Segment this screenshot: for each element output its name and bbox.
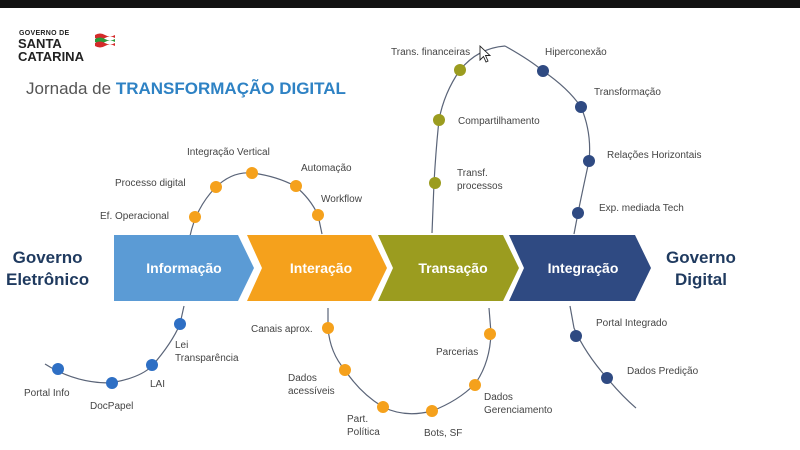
node-transformacao xyxy=(575,101,587,113)
label-parcerias: Parcerias xyxy=(436,347,478,358)
label-dados-predicao: Dados Predição xyxy=(627,366,699,377)
node-lei-transparencia xyxy=(174,318,186,330)
label-transformacao: Transformação xyxy=(594,87,661,98)
label-dados-acessiveis-2: acessíveis xyxy=(288,386,335,397)
node-relacoes-horizontais xyxy=(583,155,595,167)
arrow-transacao xyxy=(378,235,519,301)
title-prefix: Jornada de xyxy=(26,79,112,98)
label-dados-acessiveis-1: Dados xyxy=(288,373,317,384)
node-hiperconexao xyxy=(537,65,549,77)
label-lei-transparencia-2: Transparência xyxy=(175,353,239,364)
node-dados-predicao xyxy=(601,372,613,384)
node-workflow xyxy=(312,209,324,221)
arrow-integracao xyxy=(509,235,651,301)
brand-line-3: CATARINA xyxy=(18,49,84,64)
node-parcerias xyxy=(484,328,496,340)
node-dados-acessiveis xyxy=(339,364,351,376)
arrow-interacao xyxy=(247,235,387,301)
label-dados-gerenciamento-2: Gerenciamento xyxy=(484,405,553,416)
brand-logo: GOVERNO DE SANTA CATARINA xyxy=(16,30,126,74)
label-docpapel: DocPapel xyxy=(90,401,133,412)
side-right-line-1: Governo xyxy=(666,248,736,267)
title-highlight: TRANSFORMAÇÃO DIGITAL xyxy=(115,79,346,98)
label-lei-transparencia-1: Lei xyxy=(175,340,188,351)
governo-eletronico-label: Governo Eletrônico xyxy=(6,247,89,291)
side-right-line-2: Digital xyxy=(674,270,727,289)
node-trans-financeiras xyxy=(454,64,466,76)
node-integracao-vertical xyxy=(246,167,258,179)
label-ef-operacional: Ef. Operacional xyxy=(100,211,169,222)
node-canais-aprox xyxy=(322,322,334,334)
label-trans-financeiras: Trans. financeiras xyxy=(391,47,470,58)
slide: GOVERNO DE SANTA CATARINA Jornada de TRA… xyxy=(0,8,800,450)
curve-orange-bottom xyxy=(327,307,492,415)
node-transf-processos xyxy=(429,177,441,189)
side-left-line-1: Governo xyxy=(12,248,83,267)
label-automacao: Automação xyxy=(301,163,352,174)
curve-olive xyxy=(431,45,506,234)
node-portal-info xyxy=(52,363,64,375)
journey-diagram: Informação Interação Transação Integraçã… xyxy=(24,44,702,439)
label-dados-gerenciamento-1: Dados xyxy=(484,392,513,403)
label-integracao-vertical: Integração Vertical xyxy=(187,147,270,158)
label-portal-integrado: Portal Integrado xyxy=(596,318,668,329)
label-relacoes-horizontais: Relações Horizontais xyxy=(607,150,702,161)
node-dados-gerenciamento xyxy=(469,379,481,391)
node-compartilhamento xyxy=(433,114,445,126)
node-ef-operacional xyxy=(189,211,201,223)
phase-label-transacao: Transação xyxy=(418,260,487,276)
node-exp-mediada-tech xyxy=(572,207,584,219)
label-part-politica-2: Política xyxy=(347,427,380,438)
label-canais-aprox: Canais aprox. xyxy=(251,324,313,335)
label-bots-sf: Bots, SF xyxy=(424,428,462,439)
label-hiperconexao: Hiperconexão xyxy=(545,47,607,58)
curve-blue xyxy=(44,305,185,384)
top-bar xyxy=(0,0,800,8)
label-part-politica-1: Part. xyxy=(347,414,368,425)
label-transf-processos-1: Transf. xyxy=(457,168,488,179)
page-title: Jornada de TRANSFORMAÇÃO DIGITAL xyxy=(26,79,346,99)
label-portal-info: Portal Info xyxy=(24,388,70,399)
label-workflow: Workflow xyxy=(321,194,363,205)
mouse-cursor-icon xyxy=(479,44,492,63)
governo-digital-label: Governo Digital xyxy=(666,247,736,291)
node-automacao xyxy=(290,180,302,192)
node-processo-digital xyxy=(210,181,222,193)
label-lai: LAI xyxy=(150,379,165,390)
node-bots-sf xyxy=(426,405,438,417)
phase-label-informacao: Informação xyxy=(146,260,221,276)
label-exp-mediada-tech: Exp. mediada Tech xyxy=(599,203,684,214)
node-lai xyxy=(146,359,158,371)
phase-label-integracao: Integração xyxy=(548,260,619,276)
curve-orange-top xyxy=(189,172,323,237)
brand-line-1: GOVERNO DE xyxy=(19,30,70,37)
side-left-line-2: Eletrônico xyxy=(6,270,90,289)
label-transf-processos-2: processos xyxy=(457,181,503,192)
brand-line-2: SANTA xyxy=(18,36,62,51)
node-part-politica xyxy=(377,401,389,413)
arrow-informacao xyxy=(114,235,254,301)
phase-label-interacao: Interação xyxy=(290,260,352,276)
label-compartilhamento: Compartilhamento xyxy=(458,116,540,127)
node-docpapel xyxy=(106,377,118,389)
flag-icon xyxy=(95,33,115,48)
node-portal-integrado xyxy=(570,330,582,342)
label-processo-digital: Processo digital xyxy=(115,178,186,189)
